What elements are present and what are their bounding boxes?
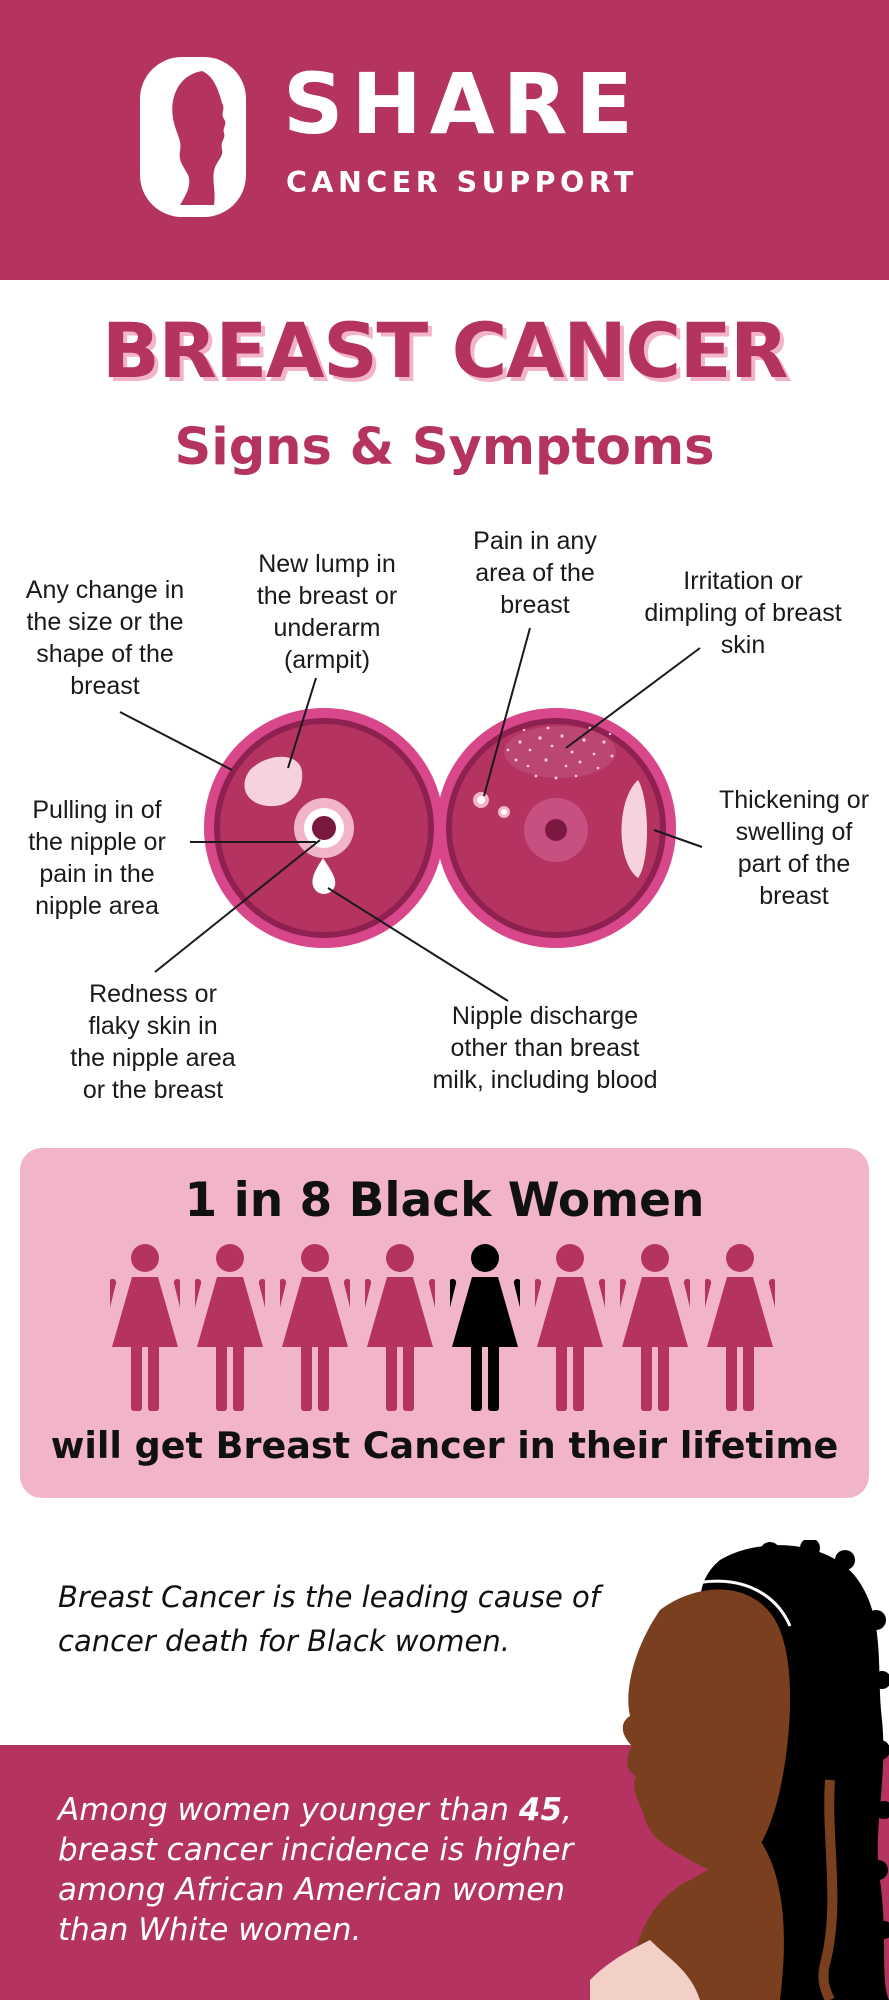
- symptom-lump-label: New lump in the breast or underarm (armp…: [256, 550, 398, 674]
- woman-figure-icon: [110, 1244, 180, 1411]
- brand-tagline: CANCER SUPPORT: [286, 166, 638, 199]
- leading-cause-fact: Breast Cancer is the leading cause of ca…: [58, 1580, 601, 1658]
- statistic-footer: will get Breast Cancer in their lifetime: [50, 1424, 839, 1467]
- symptom-size-shape-label: Any change in the size or the shape of t…: [25, 576, 185, 700]
- woman-figure-icon: [280, 1244, 350, 1411]
- woman-figure-icon: [535, 1244, 605, 1411]
- page-title: BREAST CANCER: [101, 306, 789, 395]
- symptom-pain-label: Pain in any area of the breast: [473, 527, 597, 619]
- symptom-redness-label: Redness or flaky skin in the nipple area…: [70, 980, 236, 1104]
- women-figures-row: [110, 1243, 810, 1413]
- statistic-headline: 1 in 8 Black Women: [184, 1173, 705, 1228]
- woman-figure-icon: [705, 1244, 775, 1411]
- woman-figure-highlighted-icon: [450, 1244, 520, 1411]
- header-banner: SHARE CANCER SUPPORT: [0, 0, 889, 280]
- incidence-fact: Among women younger than 45, breast canc…: [58, 1790, 618, 1950]
- symptom-thickening-label: Thickening or swelling of part of the br…: [718, 786, 870, 910]
- brand-name: SHARE: [283, 55, 641, 153]
- left-breast-illustration: [204, 708, 444, 948]
- incidence-text-end: , breast cancer incidence is higher amon…: [58, 1792, 574, 1948]
- woman-profile-logo-icon: [140, 57, 246, 217]
- woman-figure-icon: [620, 1244, 690, 1411]
- woman-figure-icon: [195, 1244, 265, 1411]
- statistic-panel: 1 in 8 Black Women will get Breast Cance…: [20, 1148, 869, 1498]
- callout-lines: [119, 627, 703, 1002]
- black-woman-portrait-illustration: [590, 1540, 889, 2000]
- symptom-irritation-label: Irritation or dimpling of breast skin: [644, 567, 842, 659]
- incidence-text-start: Among women younger than: [58, 1792, 519, 1828]
- incidence-age: 45: [518, 1792, 563, 1828]
- symptom-discharge-label: Nipple discharge other than breast milk,…: [432, 1002, 658, 1094]
- woman-figure-icon: [365, 1244, 435, 1411]
- page-subtitle: Signs & Symptoms: [174, 418, 715, 477]
- symptom-pulling-label: Pulling in of the nipple or pain in the …: [28, 796, 166, 920]
- right-breast-illustration: [436, 708, 676, 948]
